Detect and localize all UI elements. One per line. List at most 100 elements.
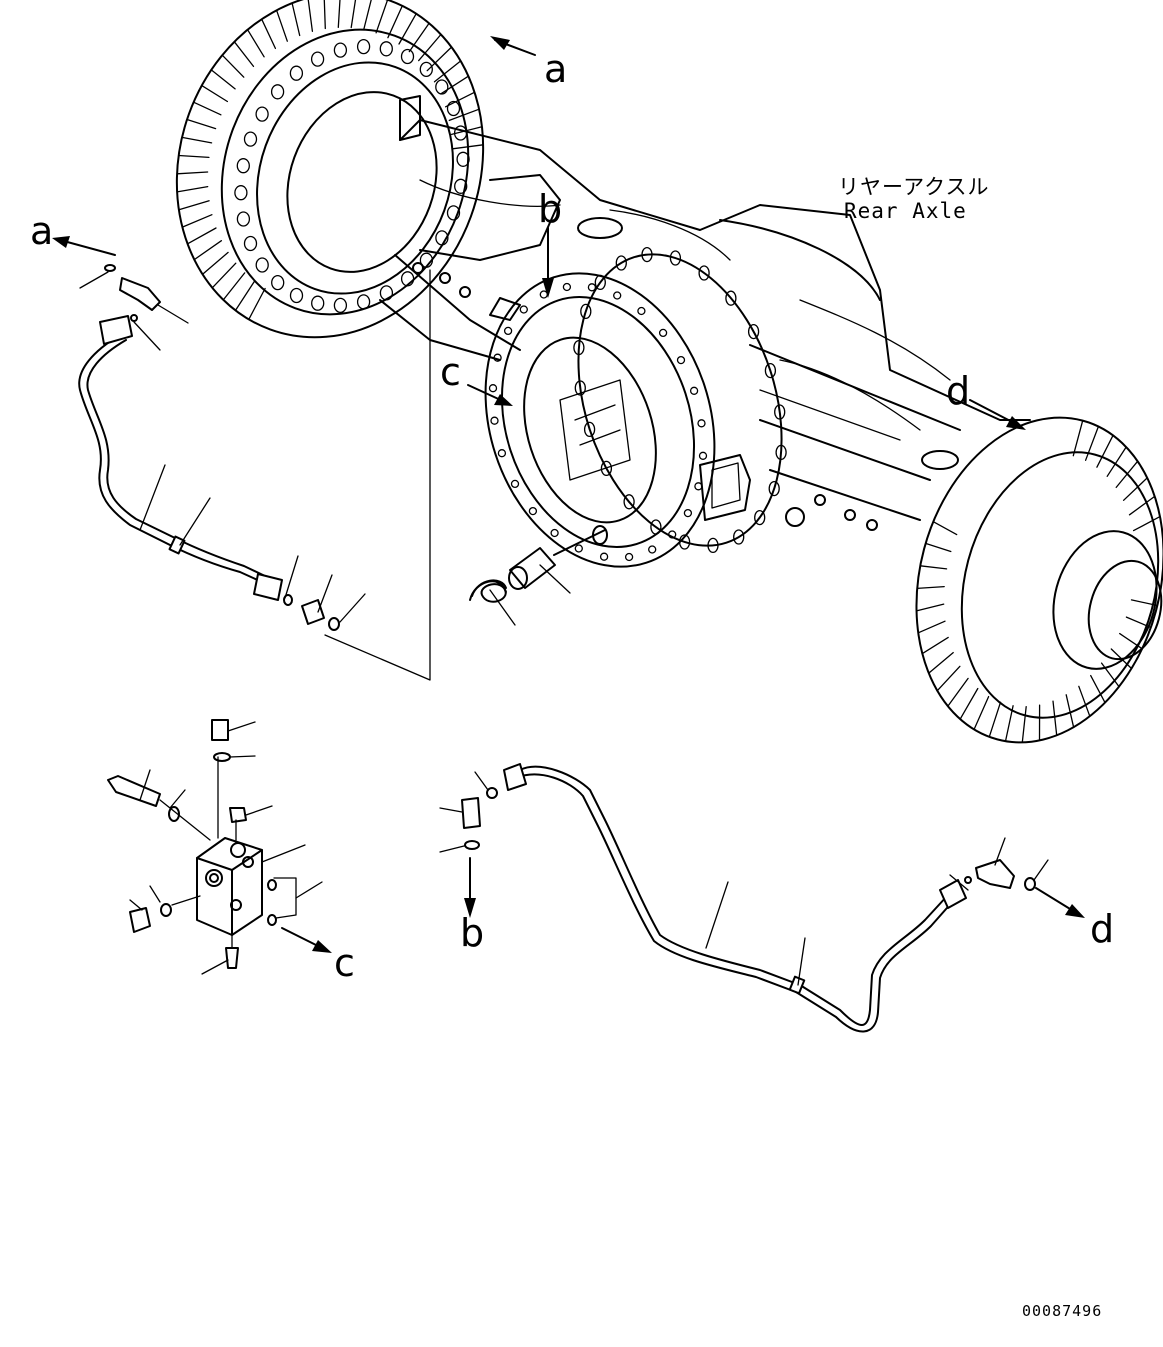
fin-line xyxy=(176,171,209,175)
flange-bolt xyxy=(697,419,706,428)
fin-line xyxy=(181,136,213,144)
flange-bolt xyxy=(587,283,597,292)
hub-bolt xyxy=(243,131,258,147)
fin-line xyxy=(915,603,945,612)
fin-line xyxy=(973,695,990,731)
fin-line xyxy=(1084,425,1100,461)
housing-bolt xyxy=(747,323,760,340)
leader-lines xyxy=(79,269,1049,986)
housing-bolt xyxy=(615,255,627,271)
flange-bolt xyxy=(497,449,507,458)
fin-line xyxy=(451,144,484,150)
fin-line xyxy=(917,620,946,634)
fin-line xyxy=(440,75,470,95)
hub-bolt xyxy=(379,41,393,57)
label-d-top: d xyxy=(946,369,970,413)
label-c-axle: c xyxy=(440,350,461,394)
housing-bolt xyxy=(733,529,745,545)
title-japanese: リヤーアクスル xyxy=(838,175,989,199)
flange-bolt xyxy=(683,508,693,518)
fin-line xyxy=(210,69,236,90)
fin-line xyxy=(1106,446,1127,477)
fin-line xyxy=(919,565,948,570)
hub-bolt xyxy=(435,230,449,246)
right-cooling-fins xyxy=(915,419,1161,744)
fin-line xyxy=(201,84,229,103)
housing-bolt xyxy=(600,460,613,477)
hub-bolt xyxy=(289,287,304,304)
fin-line xyxy=(1065,694,1075,728)
hub-bolt xyxy=(236,211,251,227)
hub-bolt xyxy=(311,295,325,311)
fin-line xyxy=(1090,674,1106,704)
hub-bolt xyxy=(289,65,304,81)
hub-bolt xyxy=(379,285,394,301)
housing-bolt xyxy=(623,494,635,510)
hub-bolt xyxy=(446,205,461,221)
hub-bolt xyxy=(400,48,415,65)
differential-flange xyxy=(484,246,787,568)
fin-line xyxy=(1125,616,1152,629)
fin-line xyxy=(181,214,213,228)
flange-bolt xyxy=(574,544,583,553)
left-hub-bolts xyxy=(234,38,470,314)
fin-line xyxy=(193,240,223,261)
fin-line xyxy=(959,687,979,720)
flange-bolt xyxy=(493,353,502,362)
fin-line xyxy=(186,227,217,245)
label-c-block: c xyxy=(334,941,355,985)
drawing-number: 00087496 xyxy=(1022,1302,1102,1320)
hub-bolt xyxy=(446,100,461,117)
housing-bolt xyxy=(573,339,585,356)
hub-bolt xyxy=(454,178,468,194)
fin-line xyxy=(1052,700,1058,736)
left-cooling-fins xyxy=(176,0,484,321)
fin-line xyxy=(291,2,301,37)
flange-bolt xyxy=(648,545,657,554)
fin-line xyxy=(186,118,217,130)
flange-bolt xyxy=(676,355,686,365)
reference-arrows xyxy=(52,36,1085,953)
fin-line xyxy=(1100,662,1120,688)
hub-bolt xyxy=(453,125,468,141)
label-d-right: d xyxy=(1090,907,1114,951)
housing-bolt xyxy=(650,519,662,535)
hub-bolt xyxy=(333,297,348,314)
housing-bolt xyxy=(641,246,653,263)
housing-bolt xyxy=(594,274,606,291)
fin-line xyxy=(246,29,265,58)
fin-line xyxy=(947,677,969,707)
flange-bolt xyxy=(562,282,572,292)
fin-line xyxy=(921,636,949,655)
fin-line xyxy=(1122,477,1148,501)
flange-bolt xyxy=(599,552,609,561)
fin-line xyxy=(178,154,210,159)
flange-bolt xyxy=(550,528,559,538)
flange-bolt xyxy=(694,482,703,491)
fin-line xyxy=(1110,648,1133,670)
fin-line xyxy=(418,33,442,62)
hub-bolt xyxy=(419,61,433,78)
flange-bolt xyxy=(613,291,622,300)
fin-line xyxy=(1096,434,1114,468)
left-wheel-hub xyxy=(175,0,485,339)
housing-bolt xyxy=(698,265,710,281)
housing-bolt xyxy=(583,421,596,438)
fin-line xyxy=(261,18,277,50)
fin-line xyxy=(363,0,372,31)
housing-bolt xyxy=(725,290,737,306)
hub-bolt xyxy=(419,252,434,268)
hub-bolt xyxy=(234,185,248,201)
fin-line xyxy=(988,701,1002,738)
fin-line xyxy=(1132,515,1161,532)
fin-line xyxy=(350,0,357,29)
flange-bolt xyxy=(698,451,708,460)
fin-line xyxy=(323,0,326,30)
fin-line xyxy=(234,280,256,312)
fin-line xyxy=(248,287,266,321)
fin-line xyxy=(444,91,476,108)
fin-line xyxy=(375,0,389,34)
title-english: Rear Axle xyxy=(844,199,967,223)
fin-line xyxy=(307,0,314,32)
